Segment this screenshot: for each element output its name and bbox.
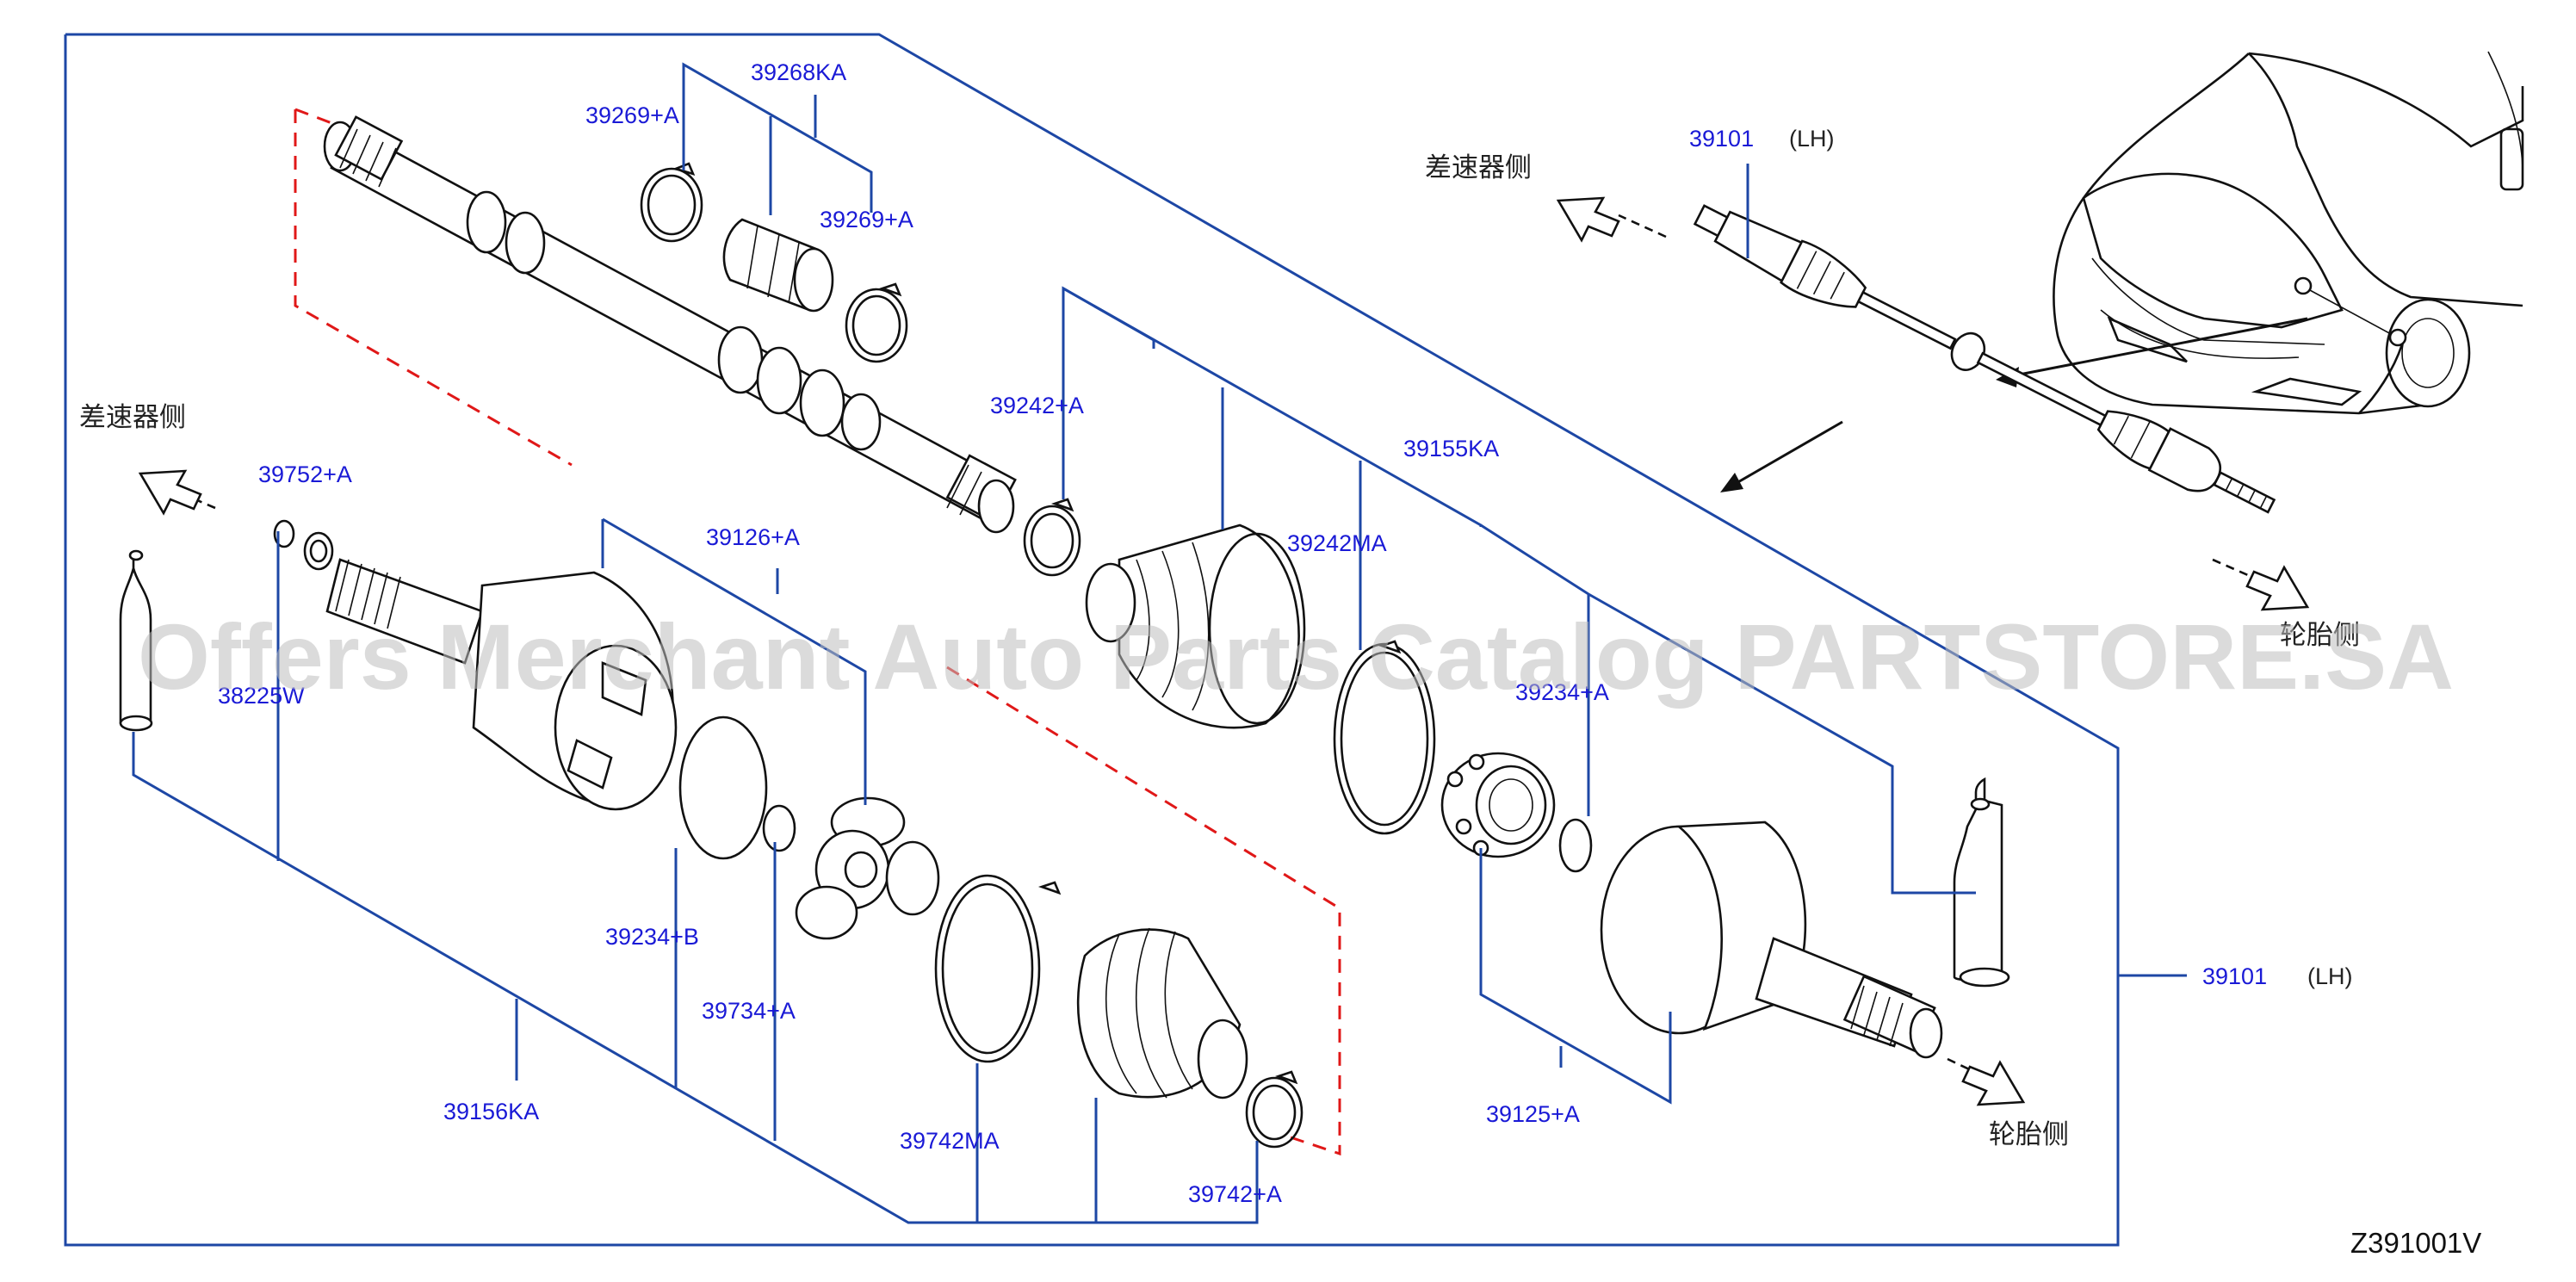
arrow-diff-top (1556, 196, 1667, 243)
label-wheel-side-top: 轮胎侧 (2280, 620, 2360, 651)
label-39742ma[interactable]: 39742MA (900, 1128, 1000, 1154)
label-39125a[interactable]: 39125+A (1486, 1101, 1580, 1127)
clamp-39242a (1023, 498, 1081, 577)
label-lh-top: (LH) (1789, 126, 1835, 152)
drive-shaft (323, 115, 1017, 534)
label-39234b[interactable]: 39234+B (605, 924, 699, 950)
grease-tube-left (119, 549, 153, 732)
label-diff-side-top: 差速器侧 (1425, 152, 1532, 183)
label-39268ka[interactable]: 39268KA (751, 59, 846, 85)
arrow-wheel-top (2212, 558, 2310, 611)
label-39742a[interactable]: 39742+A (1188, 1181, 1282, 1207)
label-39734a[interactable]: 39734+A (702, 998, 796, 1024)
label-39242a[interactable]: 39242+A (990, 393, 1084, 418)
shaft-assembly-thumbnail (1693, 204, 2276, 514)
tripod-spider (795, 796, 940, 940)
grease-tube-right (1953, 777, 2010, 988)
arrow-diff-left (138, 469, 216, 516)
outer-cv-joint (1600, 821, 1943, 1059)
label-39269a-right[interactable]: 39269+A (820, 207, 913, 232)
label-lh-right: (LH) (2307, 963, 2353, 989)
label-diff-side-left: 差速器侧 (79, 402, 186, 433)
diagram-code: Z391001V (2350, 1227, 2481, 1259)
label-38225w[interactable]: 38225W (218, 683, 305, 709)
joint-group-dash (946, 666, 1341, 1156)
shaft-group-dash (294, 108, 573, 467)
label-39101-right[interactable]: 39101 (2202, 963, 2267, 989)
watermark: Offers Merchant Auto Parts Catalog PARTS… (138, 604, 2454, 709)
assembly-frame (64, 33, 2120, 1247)
label-wheel-side-bottom: 轮胎侧 (1989, 1119, 2069, 1150)
boot-small-39268 (640, 162, 908, 363)
boot-39742ma (934, 874, 1303, 1149)
label-39752a[interactable]: 39752+A (258, 461, 352, 487)
boot-large (1085, 523, 1436, 835)
label-39101-top[interactable]: 39101 (1689, 126, 1754, 152)
label-39155ka[interactable]: 39155KA (1403, 436, 1499, 461)
leader-lines (132, 62, 2187, 1224)
label-39126a[interactable]: 39126+A (706, 524, 800, 550)
arrow-wheel-bottom (1947, 1057, 2026, 1106)
label-39269a-upper[interactable]: 39269+A (585, 102, 679, 128)
inner-race (1440, 752, 1593, 873)
label-39234a[interactable]: 39234+A (1515, 679, 1609, 705)
inner-joint-housing (273, 519, 796, 860)
label-39156ka[interactable]: 39156KA (443, 1099, 539, 1124)
label-39242ma[interactable]: 39242MA (1287, 530, 1387, 556)
